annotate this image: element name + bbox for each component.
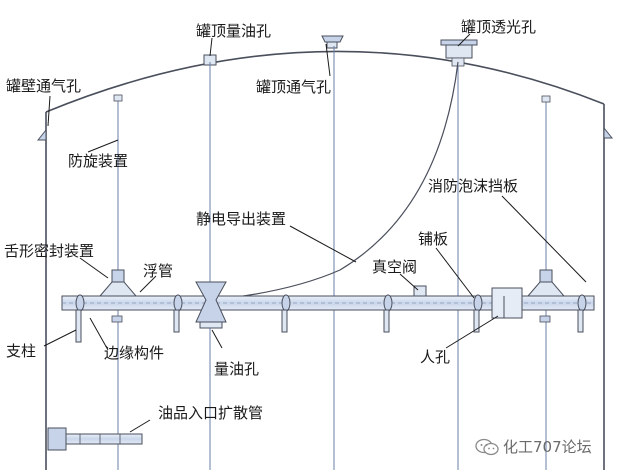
label-roof-light-hole: 罐顶透光孔 bbox=[461, 18, 537, 36]
wall-vent-right-shape bbox=[603, 126, 614, 139]
label-roof-gauge-hole: 罐顶量油孔 bbox=[196, 22, 272, 40]
label-manhole: 人孔 bbox=[420, 348, 451, 366]
label-support-leg: 支柱 bbox=[6, 342, 37, 360]
label-vacuum-valve: 真空阀 bbox=[372, 258, 418, 276]
watermark-text: 化工707论坛 bbox=[503, 438, 592, 456]
label-inlet-diffuser: 油品入口扩散管 bbox=[158, 404, 264, 422]
label-gauge-hole: 量油孔 bbox=[214, 360, 260, 378]
vacuum-valve-shape bbox=[413, 285, 427, 297]
gauge-hole-shape bbox=[195, 281, 227, 323]
manhole-shape bbox=[491, 287, 523, 319]
inlet-diffuser-shape bbox=[65, 433, 143, 445]
tongue-seal-hat-right bbox=[526, 281, 566, 297]
label-static-lead: 静电导出装置 bbox=[196, 210, 287, 228]
label-float-tube: 浮管 bbox=[143, 262, 174, 280]
roof-vent-shape bbox=[321, 35, 344, 43]
tongue-seal-hat-left bbox=[98, 281, 138, 297]
label-foam-dam: 消防泡沫挡板 bbox=[428, 177, 519, 195]
label-rim-member: 边缘构件 bbox=[104, 344, 165, 362]
label-pavement-plate: 铺板 bbox=[418, 230, 449, 248]
label-wall-vent: 罐壁通气孔 bbox=[6, 77, 82, 95]
label-roof-vent: 罐顶通气孔 bbox=[256, 78, 332, 96]
roof-light-hole-shape bbox=[445, 43, 473, 59]
label-tongue-seal: 舌形密封装置 bbox=[4, 242, 95, 260]
static-lead-cable bbox=[211, 61, 459, 301]
wall-vent-left-shape bbox=[36, 128, 47, 141]
wechat-icon bbox=[475, 438, 499, 456]
tank-roof bbox=[45, 50, 605, 113]
label-anti-rotation: 防旋装置 bbox=[68, 152, 129, 170]
